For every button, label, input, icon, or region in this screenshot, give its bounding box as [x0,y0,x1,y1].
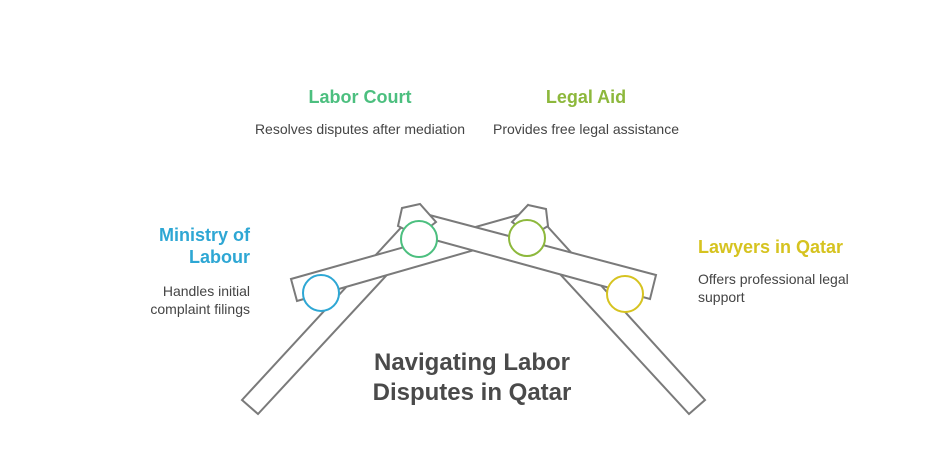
lawyers-in-qatar-description: Offers professional legal support [698,271,849,305]
ministry-of-labour-title: Ministry of Labour [158,225,250,267]
legal-aid-description: Provides free legal assistance [493,121,679,137]
labor-court-title: Labor Court [308,87,412,107]
lawyers-in-qatar-title: Lawyers in Qatar [698,237,844,257]
lawyers-in-qatar-node [606,275,644,313]
frame-structure [240,202,707,416]
ministry-of-labour-node [302,274,340,312]
labor-court-node [400,220,438,258]
labor-court-description: Resolves disputes after mediation [254,121,466,137]
ministry-of-labour-description: Handles initial complaint filings [150,283,250,317]
node-circles [302,219,644,313]
legal-aid-title: Legal Aid [545,87,627,107]
diagram-title: Navigating Labor Disputes in Qatar [372,349,572,406]
legal-aid-node [508,219,546,257]
